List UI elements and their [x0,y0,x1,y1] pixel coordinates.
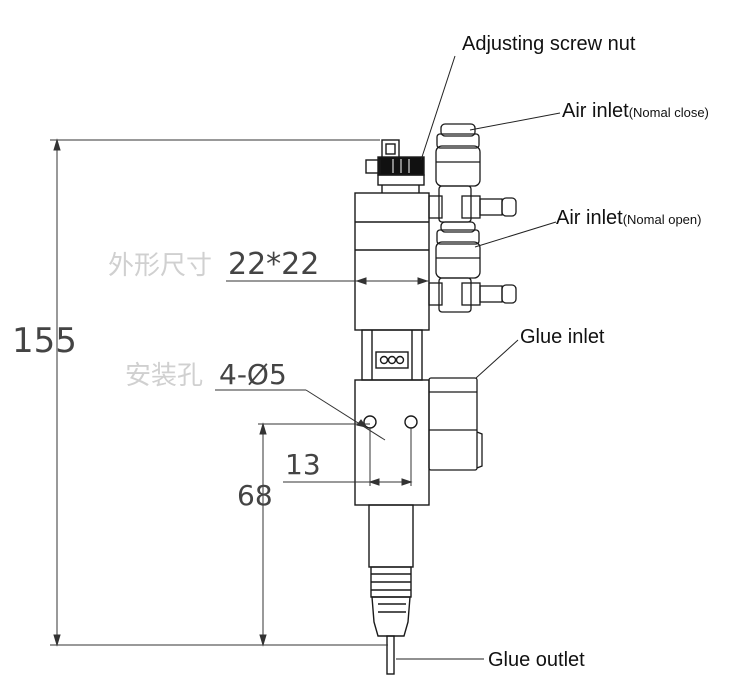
dim-hole-spacing: 13 [285,448,321,481]
callout-leaders [396,55,561,660]
label-adjusting-screw-nut: Adjusting screw nut [462,33,636,55]
nut-clip [365,159,381,174]
valve-neck [361,329,423,381]
cylinder-block [354,192,430,331]
dim-body-section: 22*22 [228,247,319,282]
valve-body [354,139,430,675]
dimension-lines [50,138,429,647]
mount-hole-right [404,415,418,429]
ghost-label-body-section: 外形尺寸 [108,251,212,281]
label-air-inlet-open-main: Air inlet [556,207,623,229]
label-air-inlet-close: Air inlet(Nomal close) [562,100,709,122]
luer-tip [371,596,411,637]
glue-block [354,379,430,506]
label-glue-outlet: Glue outlet [488,649,585,671]
air-fitting-open [428,221,517,313]
label-air-inlet-open: Air inlet(Nomal open) [556,207,701,229]
glue-inlet-fitting [428,377,483,471]
dim-mount-holes: 4-Ø5 [219,358,287,391]
screw-cap [381,139,400,159]
air-fitting-close [428,123,517,223]
needle [386,635,395,675]
label-air-inlet-close-note: (Nomal close) [629,105,709,120]
dim-lower-height: 68 [237,479,273,512]
ghost-label-mount-holes: 安装孔 [125,361,203,391]
nozzle-body [368,504,414,568]
label-air-inlet-open-note: (Nomal open) [623,212,702,227]
dim-overall-height: 155 [12,321,77,361]
label-glue-inlet: Glue inlet [520,326,605,348]
label-air-inlet-close-main: Air inlet [562,100,629,122]
